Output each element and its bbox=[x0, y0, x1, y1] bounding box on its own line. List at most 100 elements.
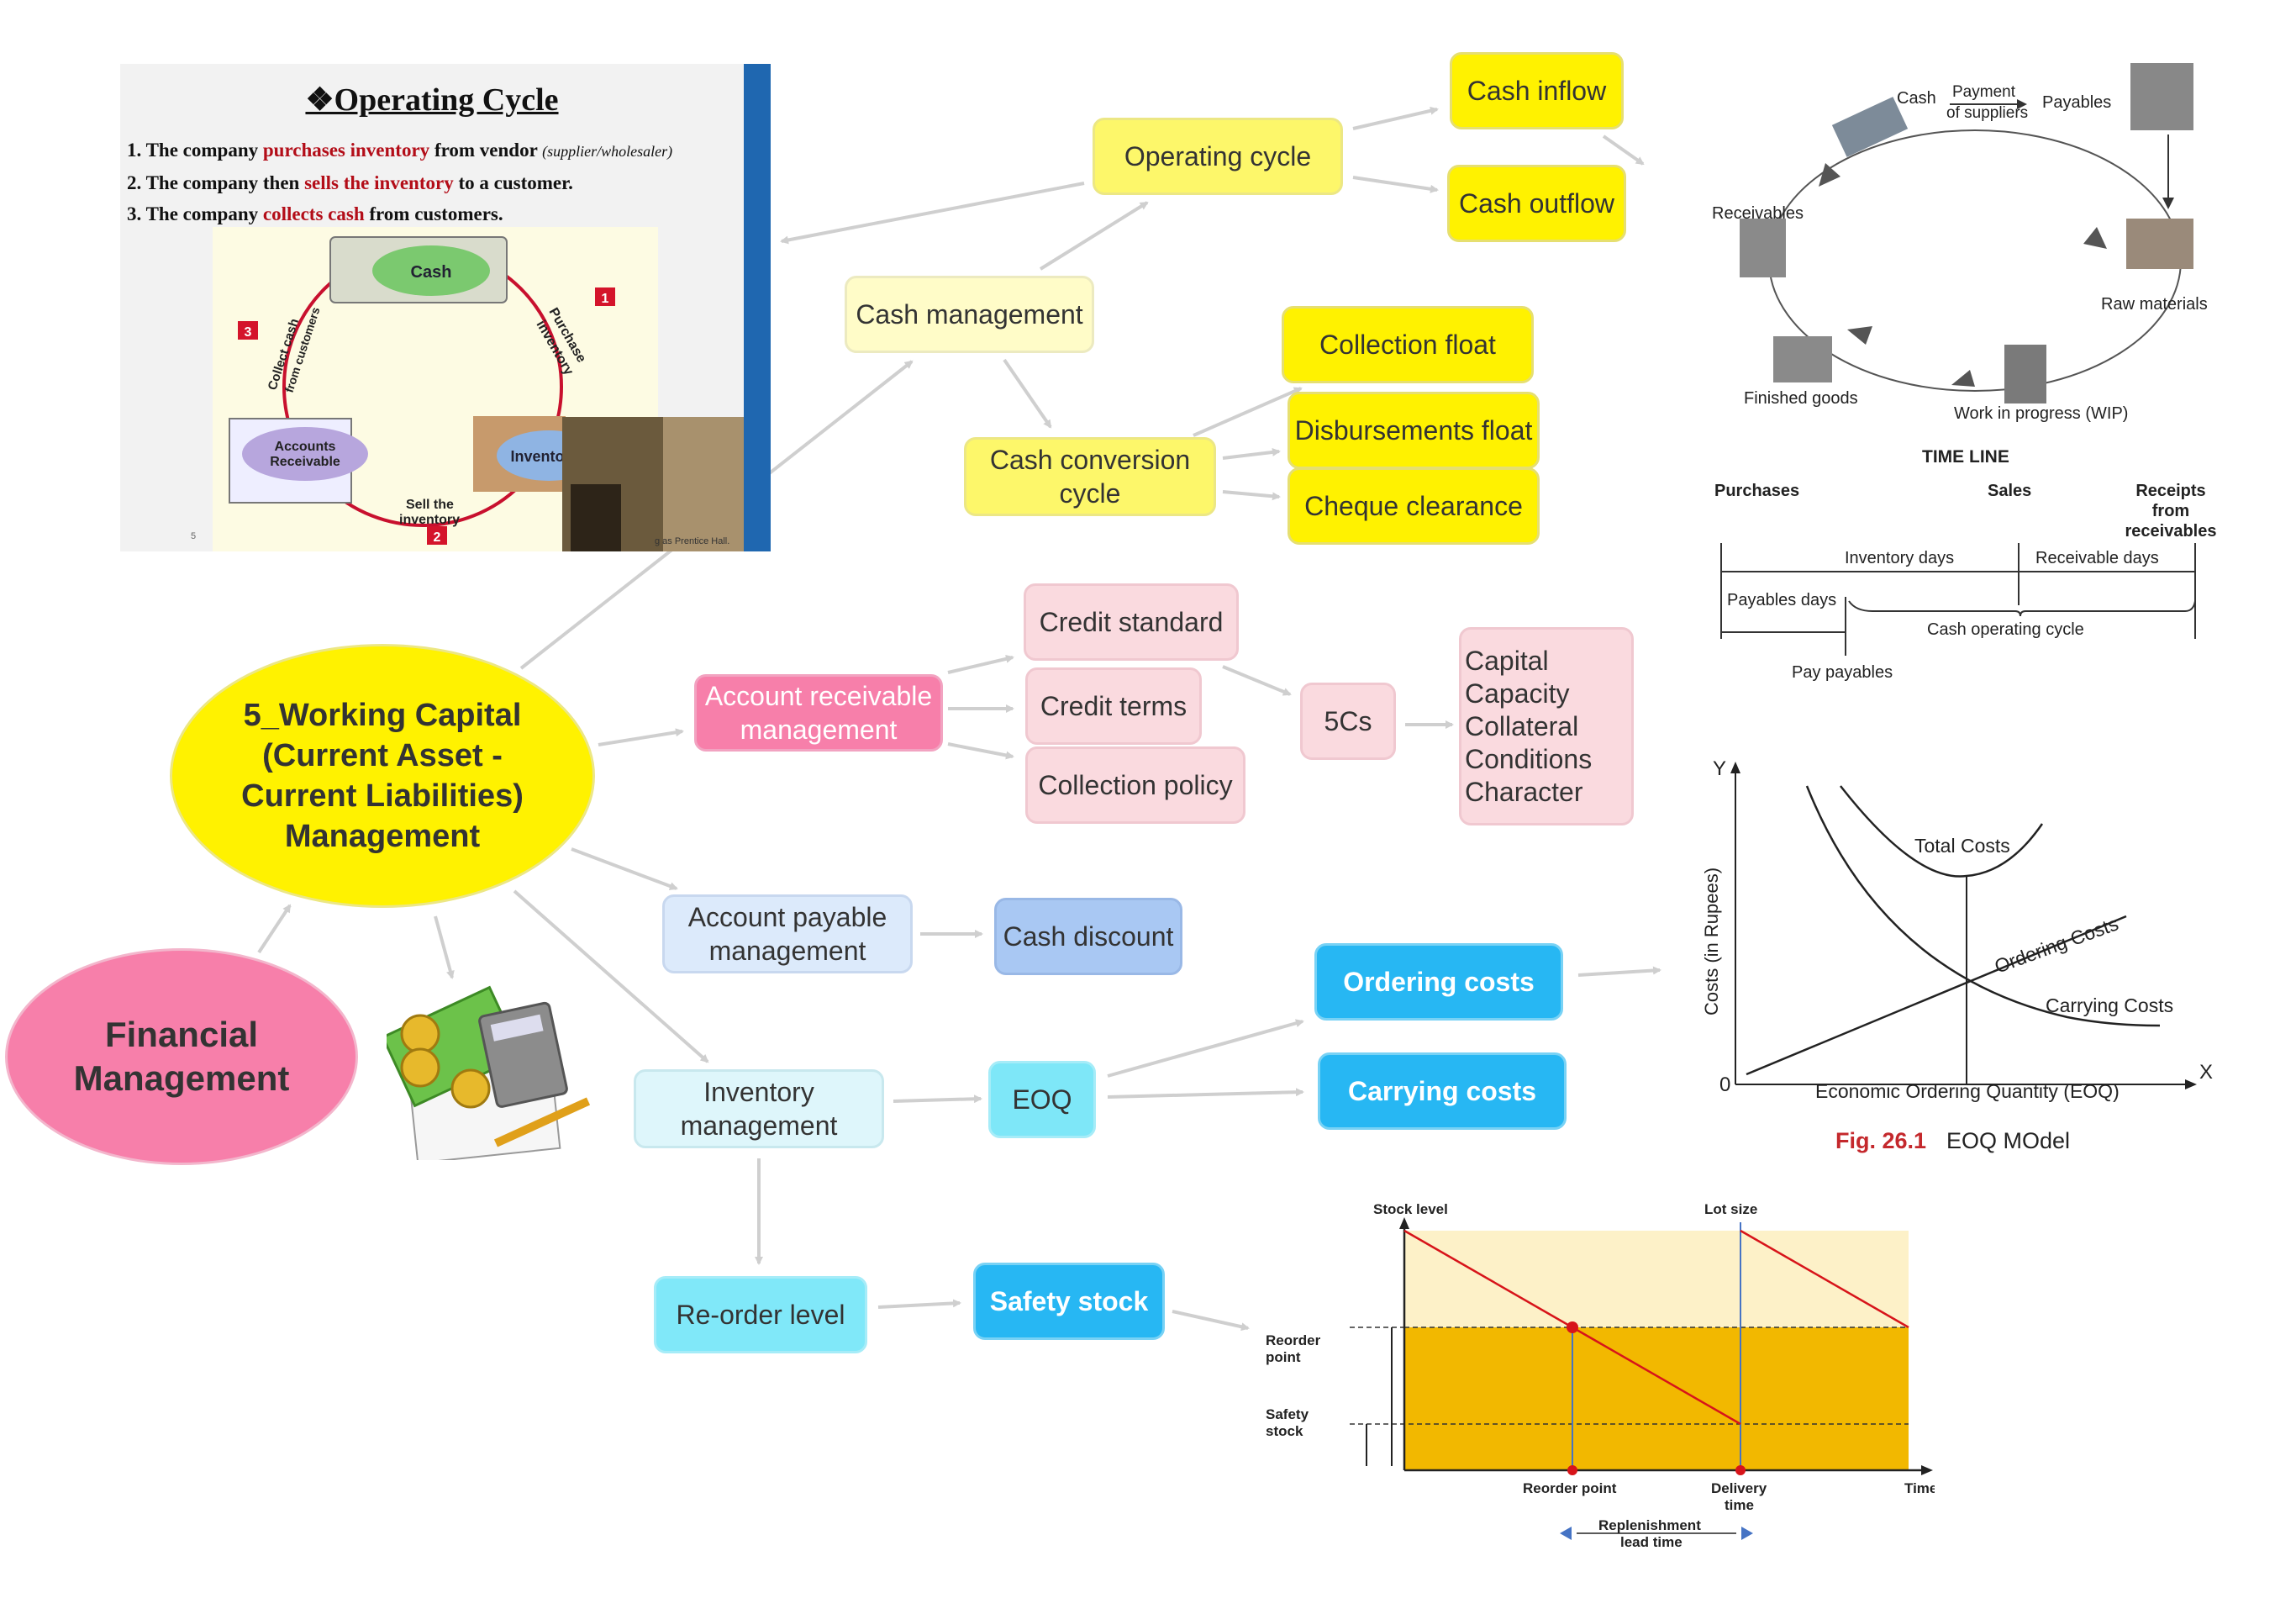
delivery-time-label: Delivery bbox=[1711, 1480, 1767, 1496]
svg-text:of suppliers: of suppliers bbox=[1946, 104, 2028, 122]
slide-page-number: 5 bbox=[191, 531, 197, 541]
step-3-badge: 3 bbox=[245, 325, 252, 340]
svg-text:time: time bbox=[1725, 1497, 1754, 1513]
slide-steps: 1. The company purchases inventory from … bbox=[127, 134, 749, 229]
eoq-ordering-costs-label: Ordering Costs bbox=[1992, 912, 2121, 977]
arrow-safety-stockfig bbox=[1172, 1310, 1250, 1332]
step-2-badge: 2 bbox=[434, 530, 441, 545]
central-node-working-capital[interactable]: 5_Working Capital (Current Asset - Curre… bbox=[170, 644, 595, 908]
arrow-eoq-carrying bbox=[1107, 1088, 1304, 1099]
eoq-caption-text: EOQ MOdel bbox=[1946, 1128, 2070, 1153]
video-thumbnail bbox=[562, 417, 744, 551]
cash-cycle-figure: Cash Payment of suppliers Payables Recei… bbox=[1712, 63, 2217, 682]
stock-level-label: Stock level bbox=[1373, 1201, 1448, 1217]
node-5cs[interactable]: 5Cs bbox=[1300, 683, 1396, 760]
arrow-ar-standard bbox=[947, 654, 1014, 674]
node-cash-outflow[interactable]: Cash outflow bbox=[1447, 165, 1626, 242]
arrow-eoq-ordering bbox=[1107, 1019, 1304, 1078]
timeline-inventory-days: Inventory days bbox=[1845, 549, 1954, 567]
node-ordering-costs[interactable]: Ordering costs bbox=[1314, 943, 1563, 1021]
timeline-receipts: Receipts bbox=[2135, 482, 2205, 500]
cycle-illustration: Cash Accounts Receivable Inventory 1 2 3… bbox=[229, 236, 615, 545]
svg-text:receivables: receivables bbox=[2125, 522, 2217, 541]
safety-stock-label: Safety bbox=[1266, 1406, 1309, 1422]
arrow-central-inventory bbox=[513, 889, 709, 1063]
node-cash-management[interactable]: Cash management bbox=[845, 276, 1094, 353]
cycle-sell-label: Sell the bbox=[406, 498, 454, 512]
arrow-ar-policy bbox=[947, 742, 1014, 760]
ordering-costs-line bbox=[1746, 915, 2127, 1076]
arrow-root-central bbox=[257, 904, 292, 954]
slide-step: 1. The company purchases inventory from … bbox=[127, 140, 673, 161]
node-credit-terms[interactable]: Credit terms bbox=[1025, 667, 1202, 745]
node-cash-discount[interactable]: Cash discount bbox=[994, 898, 1182, 975]
cash-stack-icon bbox=[1831, 97, 1909, 157]
total-costs-curve bbox=[1840, 785, 2044, 878]
money-calculator-icon bbox=[387, 985, 591, 1160]
node-operating-cycle[interactable]: Operating cycle bbox=[1093, 118, 1343, 195]
stock-shaded-area bbox=[1404, 1327, 1909, 1470]
node-reorder-level[interactable]: Re-order level bbox=[654, 1276, 867, 1353]
payables-shop-icon bbox=[2130, 63, 2193, 130]
node-collection-policy[interactable]: Collection policy bbox=[1025, 746, 1245, 824]
fig-finished-goods-label: Finished goods bbox=[1744, 389, 1858, 408]
svg-text:stock: stock bbox=[1266, 1423, 1303, 1439]
slide-title: ❖Operating Cycle bbox=[305, 82, 559, 118]
receivables-person-icon bbox=[1740, 219, 1786, 277]
cycle-cash-label: Cash bbox=[411, 263, 452, 282]
fig-raw-materials-label: Raw materials bbox=[2101, 295, 2208, 314]
node-inventory-management[interactable]: Inventory management bbox=[634, 1069, 884, 1148]
eoq-x-axis-label: X bbox=[2199, 1061, 2213, 1084]
node-eoq[interactable]: EOQ bbox=[988, 1061, 1096, 1138]
node-credit-standard[interactable]: Credit standard bbox=[1024, 583, 1239, 661]
svg-text:inventory: inventory bbox=[399, 513, 460, 527]
fig-wip-label: Work in progress (WIP) bbox=[1954, 404, 2128, 423]
reorder-point-left-label: Reorder bbox=[1266, 1332, 1321, 1348]
node-cash-inflow[interactable]: Cash inflow bbox=[1450, 52, 1624, 129]
slide-step: 2. The company then sells the inventory … bbox=[127, 172, 573, 193]
arrow-ccc-collection bbox=[1193, 387, 1303, 437]
node-safety-stock[interactable]: Safety stock bbox=[973, 1263, 1165, 1340]
slide-footer: g as Prentice Hall. bbox=[655, 536, 730, 546]
reorder-point-label: Reorder point bbox=[1523, 1480, 1617, 1496]
node-disbursements-float[interactable]: Disbursements float bbox=[1288, 392, 1540, 469]
lead-time-label: Replenishment bbox=[1598, 1517, 1701, 1533]
eoq-y-axis-label: Y bbox=[1713, 757, 1726, 780]
node-cheque-clearance[interactable]: Cheque clearance bbox=[1288, 467, 1540, 545]
finished-goods-icon bbox=[1773, 336, 1832, 382]
arrow-central-ar bbox=[598, 728, 684, 746]
arrow-inventory-eoq bbox=[893, 1094, 982, 1104]
lot-size-label: Lot size bbox=[1704, 1201, 1757, 1217]
fig-payment-label: Payment bbox=[1952, 83, 2016, 101]
node-account-payable[interactable]: Account payable management bbox=[662, 894, 913, 973]
arrow-central-money bbox=[434, 915, 455, 979]
timeline-purchases: Purchases bbox=[1714, 482, 1799, 500]
operating-cycle-slide: ❖Operating Cycle 1. The company purchase… bbox=[120, 64, 771, 551]
stock-level-figure: Stock level Lot size Reorder point Safet… bbox=[1266, 1201, 1935, 1550]
root-node-financial-management[interactable]: Financial Management bbox=[5, 948, 358, 1165]
node-5cs-list[interactable]: Capital Capacity Collateral Conditions C… bbox=[1459, 627, 1634, 825]
fig-payables-label: Payables bbox=[2042, 93, 2111, 112]
node-collection-float[interactable]: Collection float bbox=[1282, 306, 1534, 383]
node-cash-conversion-cycle[interactable]: Cash conversion cycle bbox=[964, 437, 1216, 516]
eoq-model-figure: Y X 0 Total Costs Ordering Costs Carryin… bbox=[1701, 757, 2213, 1153]
arrow-inflow-figure bbox=[1602, 134, 1645, 166]
timeline-payables-days: Payables days bbox=[1727, 591, 1836, 609]
carrying-costs-curve bbox=[1805, 785, 2161, 1027]
cycle-ar-label: Accounts bbox=[275, 440, 336, 454]
arrow-ordering-figure bbox=[1577, 966, 1661, 977]
timeline-receivable-days: Receivable days bbox=[2035, 549, 2159, 567]
node-carrying-costs[interactable]: Carrying costs bbox=[1318, 1052, 1567, 1130]
arrow-operating-outflow bbox=[1352, 176, 1439, 193]
eoq-origin-label: 0 bbox=[1719, 1073, 1730, 1096]
timeline-cash-operating-cycle: Cash operating cycle bbox=[1927, 620, 2084, 639]
arrow-cash-operating bbox=[1039, 201, 1149, 271]
eoq-ylabel: Costs (in Rupees) bbox=[1701, 868, 1722, 1015]
svg-text:from: from bbox=[2152, 502, 2189, 520]
eoq-xlabel: Economic Ordering Quantity (EOQ) bbox=[1815, 1080, 2120, 1102]
arrow-operating-inflow bbox=[1352, 106, 1439, 130]
fig-cash-label: Cash bbox=[1897, 89, 1936, 108]
node-account-receivable[interactable]: Account receivable management bbox=[694, 674, 943, 752]
eoq-total-costs-label: Total Costs bbox=[1914, 835, 2010, 857]
